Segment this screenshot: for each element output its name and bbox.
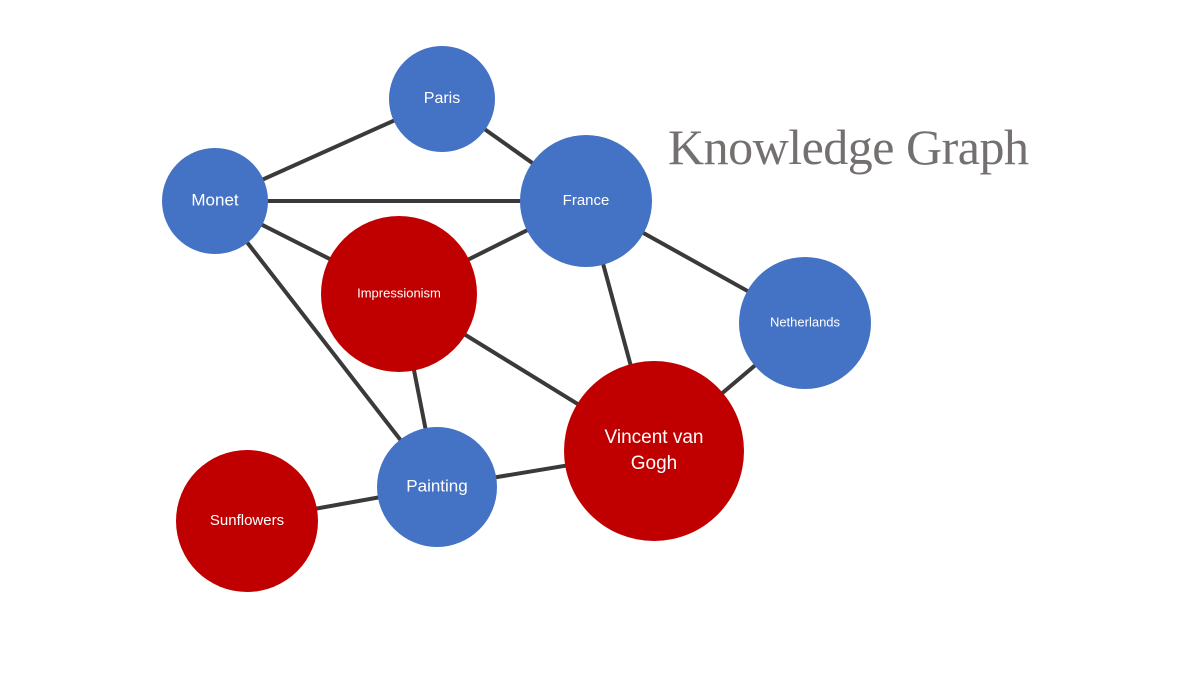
node-sunflowers: Sunflowers xyxy=(176,450,318,592)
node-label-monet: Monet xyxy=(191,190,239,209)
node-label-netherlands: Netherlands xyxy=(770,314,841,329)
node-monet: Monet xyxy=(162,148,268,254)
node-label-paris: Paris xyxy=(424,90,460,107)
node-circle-impressionism xyxy=(321,216,477,372)
edge-monet-painting xyxy=(213,199,439,489)
node-label-painting: Painting xyxy=(406,476,467,495)
node-impressionism: Impressionism xyxy=(321,216,477,372)
node-circle-netherlands xyxy=(739,257,871,389)
node-paris: Paris xyxy=(389,46,495,152)
node-label-france: France xyxy=(563,192,610,209)
node-circle-france xyxy=(520,135,652,267)
node-label-vincent-van-gogh-2: Gogh xyxy=(631,453,677,474)
node-netherlands: Netherlands xyxy=(739,257,871,389)
node-circle-monet xyxy=(162,148,268,254)
node-france: France xyxy=(520,135,652,267)
node-label-impressionism: Impressionism xyxy=(357,285,441,300)
node-label-vincent-van-gogh-1: Vincent van xyxy=(605,427,704,448)
node-circle-vincent-van-gogh xyxy=(564,361,744,541)
node-circle-painting xyxy=(377,427,497,547)
node-label-sunflowers: Sunflowers xyxy=(210,512,284,529)
diagram-title: Knowledge Graph xyxy=(668,119,1029,175)
node-painting: Painting xyxy=(377,427,497,547)
node-circle-sunflowers xyxy=(176,450,318,592)
node-circle-paris xyxy=(389,46,495,152)
